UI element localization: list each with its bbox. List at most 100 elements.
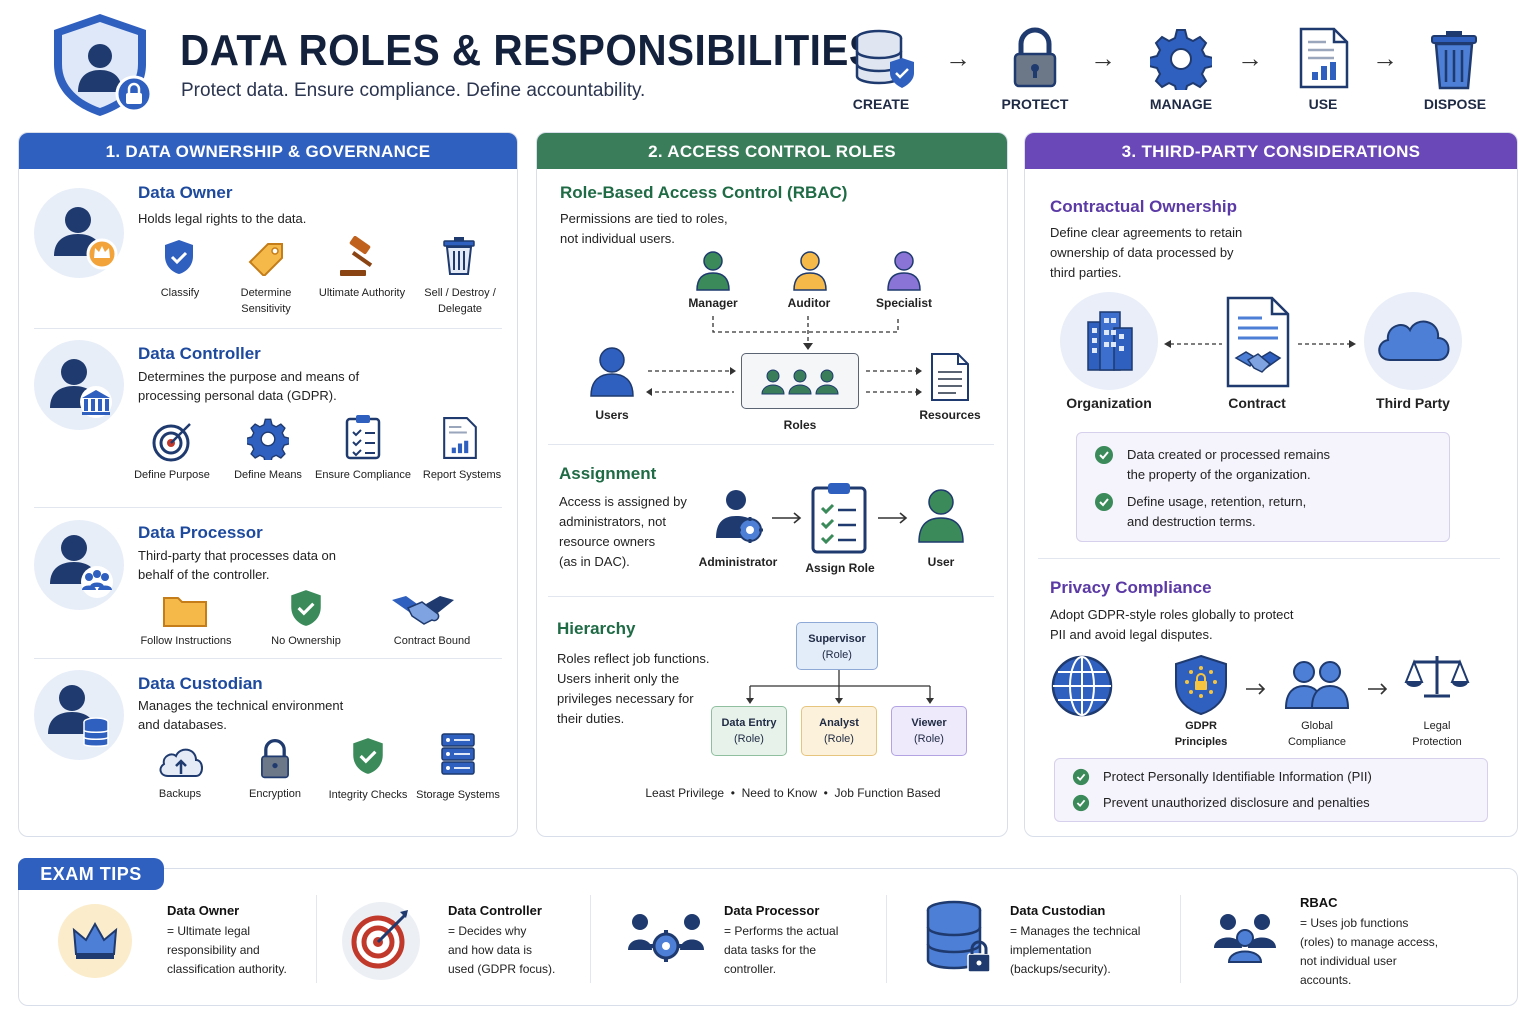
assignment-desc: Access is assigned by	[559, 494, 687, 509]
privacy-desc: Adopt GDPR-style roles globally to prote…	[1050, 607, 1294, 622]
controller-icon-label: Define Purpose	[134, 469, 210, 481]
divider	[590, 895, 591, 983]
user-label: User	[927, 555, 955, 569]
contractual-ownership-title: Contractual Ownership	[1050, 197, 1238, 216]
check-circle-icon	[1094, 445, 1114, 465]
roles-box	[741, 353, 859, 409]
data-custodian-desc: Manages the technical environment	[138, 698, 344, 713]
gavel-icon	[338, 236, 386, 278]
exam-tips-title: EXAM TIPS	[18, 858, 164, 890]
data-controller-title: Data Controller	[138, 344, 261, 363]
lock-icon	[259, 738, 291, 780]
contract-checks-box	[1076, 432, 1450, 542]
assignment-desc: administrators, not	[559, 514, 666, 529]
contract-label: Contract	[1228, 395, 1286, 411]
manager-label: Manager	[688, 296, 738, 310]
hierarchy-principles: Least Privilege • Need to Know • Job Fun…	[645, 786, 941, 800]
auditor-label: Auditor	[787, 296, 831, 310]
data-processor-avatar	[34, 520, 124, 610]
arrow-right-icon	[1244, 683, 1268, 695]
divider	[548, 444, 994, 445]
data-controller-avatar	[34, 340, 124, 430]
data-custodian-desc: and databases.	[138, 717, 227, 732]
data-controller-desc: processing personal data (GDPR).	[138, 388, 337, 403]
manager-person-icon	[696, 250, 730, 292]
exam-tips-panel	[18, 868, 1518, 1006]
database-lock-icon	[924, 900, 996, 976]
contractual-desc: third parties.	[1050, 265, 1122, 280]
controller-icon-label: Ensure Compliance	[315, 469, 411, 481]
controller-icon-label: Report Systems	[422, 469, 502, 481]
divider	[548, 596, 994, 597]
tip-desc: data tasks for the	[724, 943, 817, 957]
controller-icon-label: Define Means	[234, 469, 302, 481]
arrow-right-icon	[876, 512, 910, 524]
users-label: Users	[595, 408, 629, 422]
owner-icon-label: Sell / Destroy / Delegate	[424, 287, 496, 315]
global-people-icon	[1284, 658, 1350, 712]
hierarchy-desc: privileges necessary for	[557, 691, 694, 706]
contract-check-text: the property of the organization.	[1127, 467, 1311, 482]
organization-label: Organization	[1066, 395, 1152, 411]
shield-logo-icon	[46, 10, 158, 118]
panel-3-title: 3. THIRD-PARTY CONSIDERATIONS	[1025, 133, 1517, 169]
target-icon	[152, 420, 194, 462]
hierarchy-desc: their duties.	[557, 711, 625, 726]
owner-icon-label: Determine Sensitivity	[240, 287, 292, 315]
data-processor-desc: Third-party that processes data on	[138, 548, 336, 563]
folder-icon	[162, 592, 208, 628]
user-person-icon	[918, 488, 964, 544]
tip-desc: not individual user	[1300, 954, 1397, 968]
lifecycle-dispose: DISPOSE	[1423, 96, 1487, 112]
tip-desc: (roles) to manage access,	[1300, 935, 1439, 949]
privacy-compliance-title: Privacy Compliance	[1050, 578, 1212, 597]
server-storage-icon	[440, 732, 476, 778]
tag-icon	[246, 240, 286, 276]
custodian-icon-label: Integrity Checks	[328, 789, 408, 801]
contract-check-text: Data created or processed remains	[1127, 447, 1331, 462]
tip-desc: = Uses job functions	[1300, 916, 1409, 930]
arrow-dashed	[1294, 338, 1358, 350]
privacy-desc: PII and avoid legal disputes.	[1050, 627, 1213, 642]
arrow-right-icon	[770, 512, 804, 524]
hierarchy-desc: Users inherit only the	[557, 671, 680, 686]
privacy-check-text: Prevent unauthorized disclosure and pena…	[1103, 795, 1370, 810]
hierarchy-title: Hierarchy	[557, 619, 636, 638]
custodian-icon-label: Storage Systems	[416, 789, 500, 801]
divider	[34, 507, 502, 508]
tip-desc: used (GDPR focus).	[448, 962, 556, 976]
owner-icon-label: Ultimate Authority	[318, 287, 406, 299]
tip-desc: = Decides why	[448, 924, 527, 938]
crown-icon	[58, 904, 132, 978]
check-circle-icon	[1072, 768, 1090, 786]
tip-desc: = Performs the actual	[724, 924, 839, 938]
assignment-desc: resource owners	[559, 534, 656, 549]
arrow-icon: →	[1372, 43, 1398, 73]
assignment-desc: (as in DAC).	[559, 554, 630, 569]
privacy-check-text: Protect Personally Identifiable Informat…	[1103, 769, 1372, 784]
tip-desc: responsibility and	[167, 943, 260, 957]
rbac-desc: Permissions are tied to roles,	[560, 211, 728, 226]
data-owner-desc: Holds legal rights to the data.	[138, 211, 307, 226]
report-document-icon	[1298, 26, 1350, 90]
report-document-icon	[442, 416, 478, 460]
tip-title: Data Processor	[724, 903, 820, 918]
database-shield-icon	[852, 28, 918, 92]
page-subtitle: Protect data. Ensure compliance. Define …	[181, 80, 646, 101]
tip-desc: implementation	[1010, 943, 1092, 957]
auditor-person-icon	[793, 250, 827, 292]
processor-icon-label: Follow Instructions	[140, 635, 232, 647]
gear-icon	[1150, 28, 1212, 90]
tip-desc: and how data is	[448, 943, 533, 957]
data-entry-role-box: Data Entry(Role)	[711, 706, 787, 756]
rbac-title: Role-Based Access Control (RBAC)	[560, 183, 848, 202]
team-gear-icon	[626, 910, 706, 966]
data-owner-avatar	[34, 188, 124, 278]
tip-title: Data Controller	[448, 903, 542, 918]
lifecycle-create: CREATE	[852, 96, 910, 112]
target-icon	[342, 902, 420, 980]
contract-check-text: and destruction terms.	[1127, 514, 1256, 529]
check-circle-icon	[1094, 492, 1114, 512]
